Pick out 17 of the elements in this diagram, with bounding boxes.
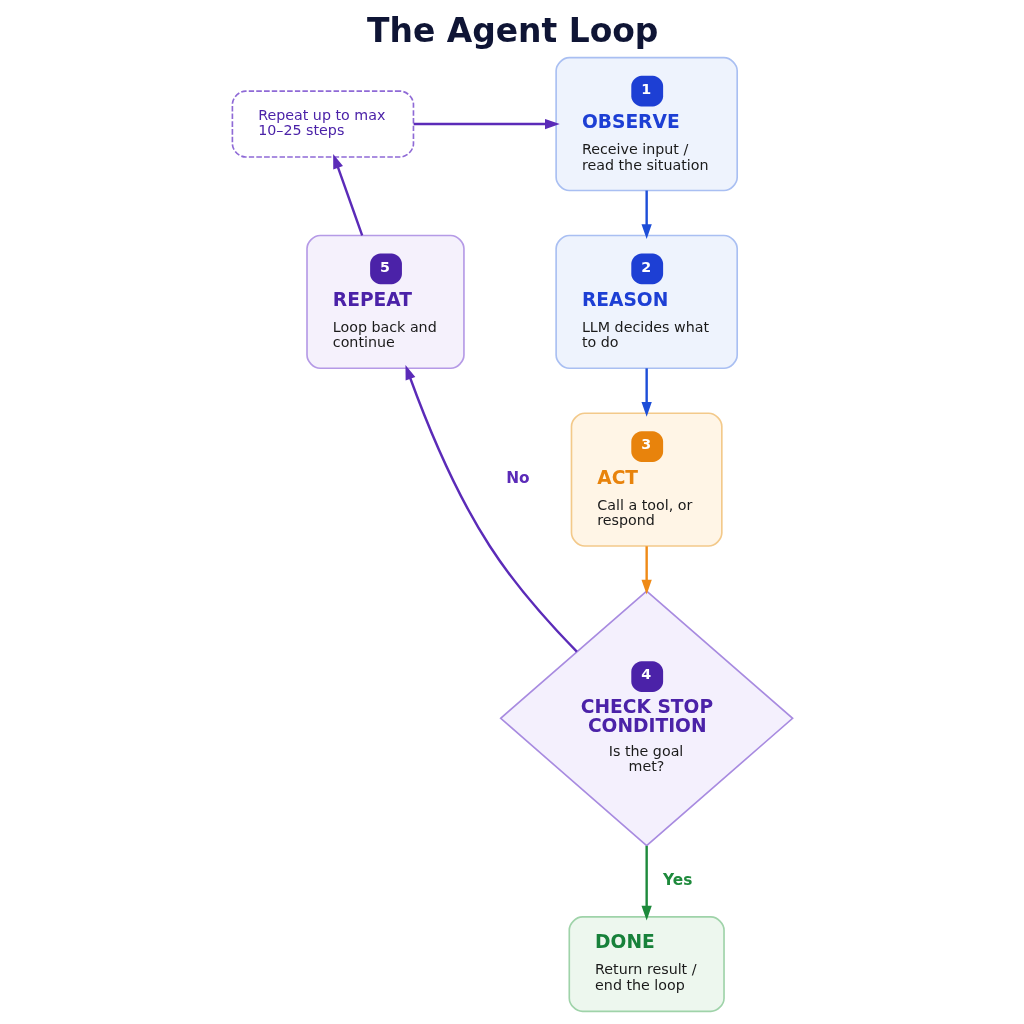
arrow [641, 368, 652, 417]
arrow [404, 364, 578, 653]
node-box: DONE Return result / end the loop [567, 916, 725, 1013]
node-box: 1 OBSERVE Receive input / read the situation [554, 56, 738, 192]
diagram-title: The Agent Loop [366, 11, 658, 51]
node-box: 2 REASON LLM decides what to do [554, 234, 738, 370]
edge-label: Yes [662, 870, 692, 889]
arrow [641, 546, 652, 595]
edge-label: No [505, 469, 530, 488]
arrow [641, 190, 652, 239]
node-box: 3 ACT Call a tool, or respond [570, 412, 723, 547]
node-diamond: 4 CHECK STOP CONDITION Is the goal met? [498, 589, 794, 847]
arrow [413, 118, 560, 130]
arrow [641, 845, 652, 921]
node-box: 5 REPEAT Loop back and continue [305, 234, 465, 370]
node-box: Repeat up to max 10–25 steps [231, 90, 414, 158]
arrow [332, 153, 363, 236]
